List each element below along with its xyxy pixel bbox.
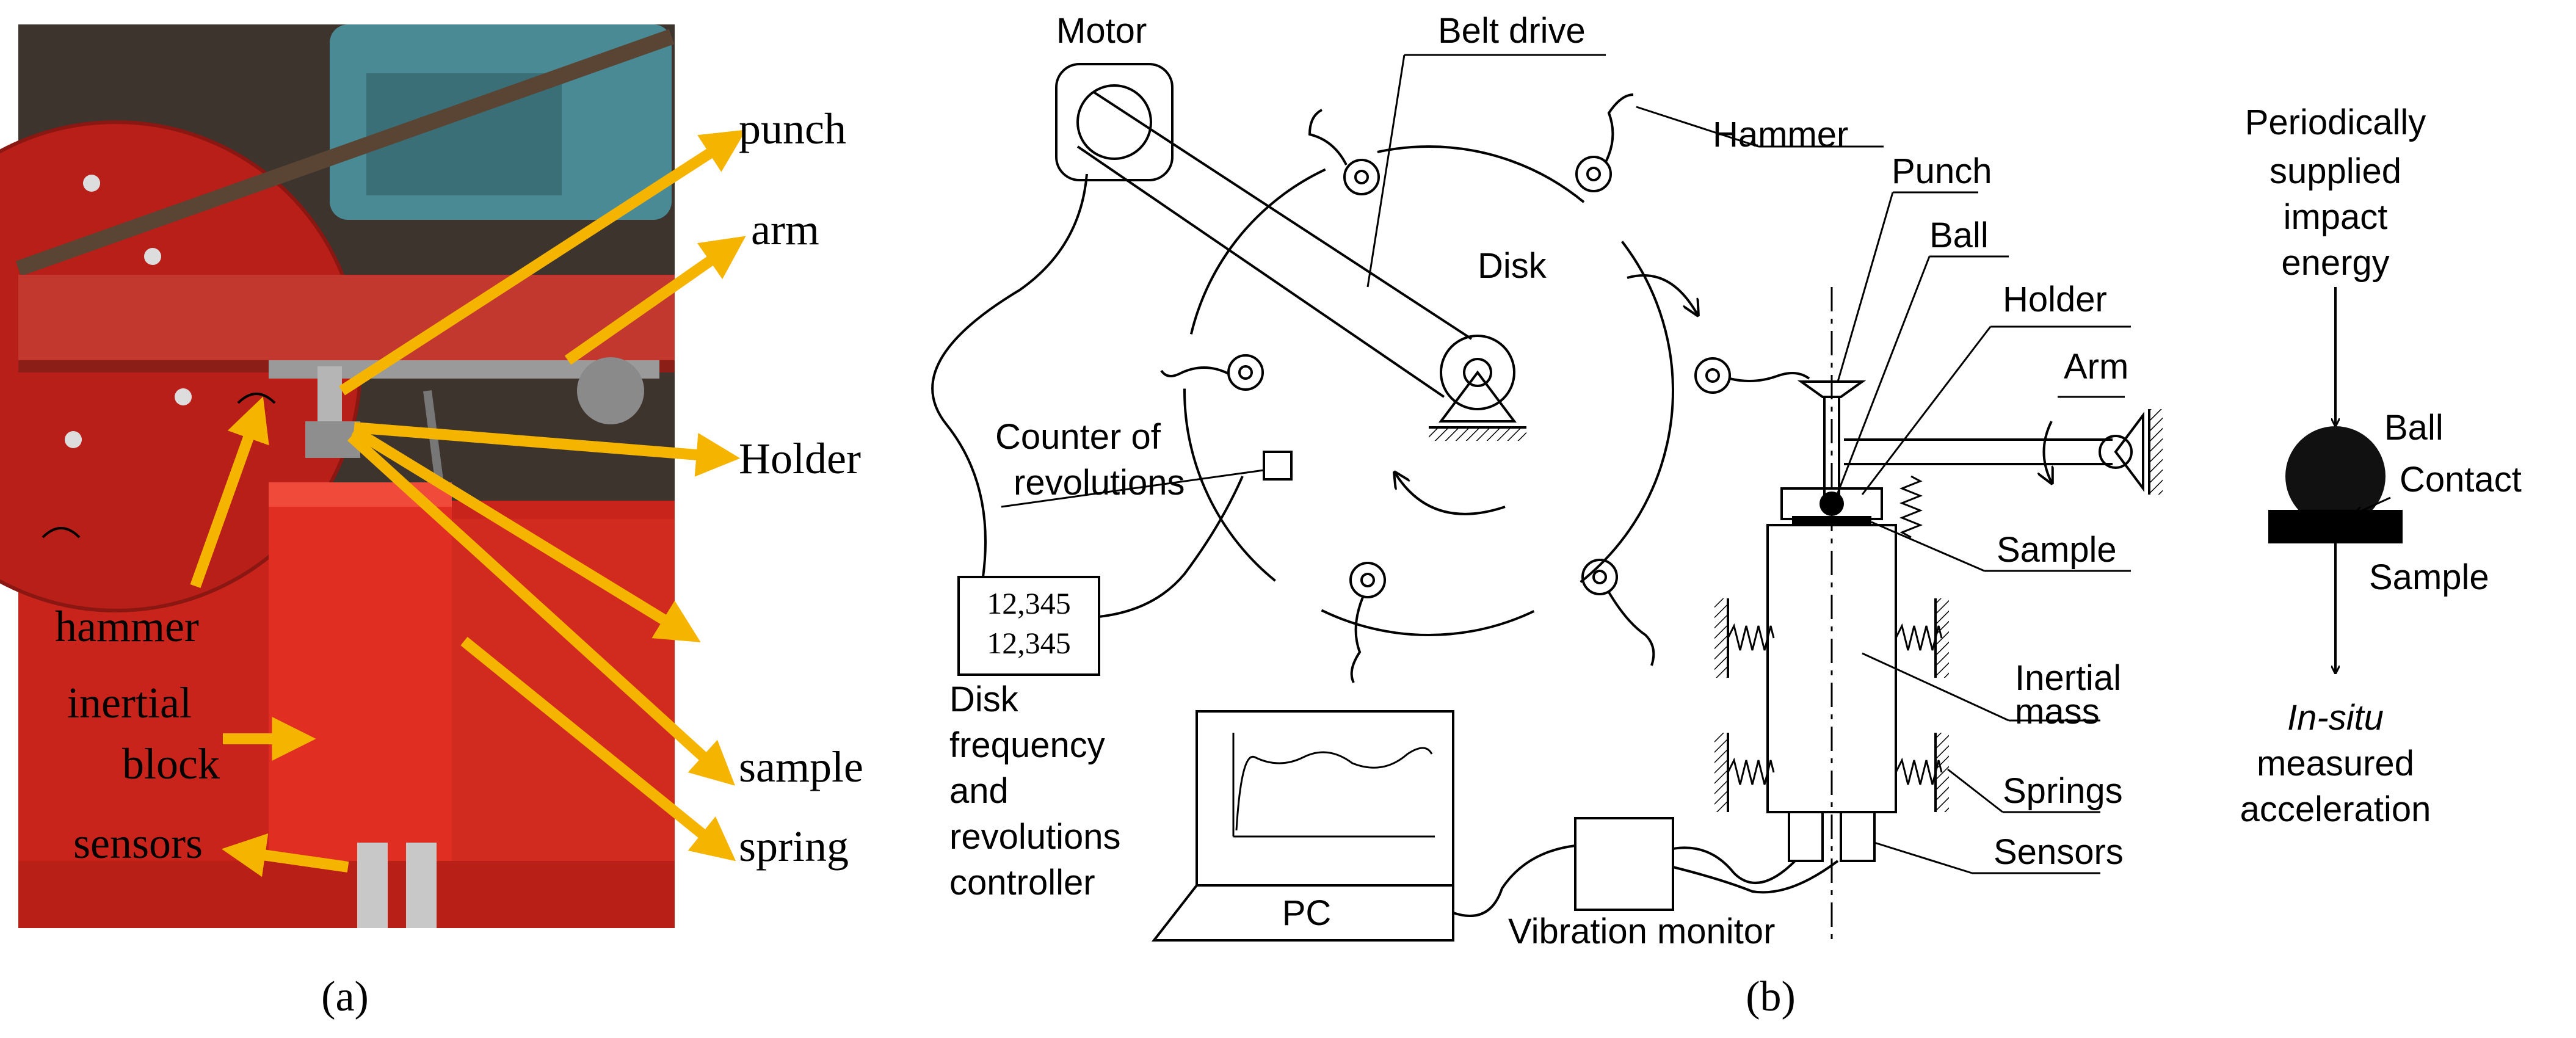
label-belt-drive: Belt drive — [1438, 11, 1586, 51]
label-energy-4: energy — [2281, 243, 2389, 283]
caption-a: (a) — [321, 973, 369, 1020]
schematic — [931, 54, 2163, 946]
vibration-monitor-box — [1574, 817, 1674, 911]
label-measured-3: acceleration — [2240, 789, 2431, 829]
label-measured-1: In-situ — [2287, 698, 2384, 738]
sensor-2 — [1840, 811, 1876, 862]
impact-model — [2268, 287, 2403, 672]
label-motor: Motor — [1056, 11, 1147, 51]
label-energy-1: Periodically — [2245, 103, 2426, 142]
arrow-hammer — [190, 396, 269, 589]
revolution-counter — [1263, 451, 1293, 481]
model-sample — [2268, 510, 2403, 543]
label-inertial-2: block — [122, 739, 220, 788]
pc-screen — [1195, 710, 1454, 887]
label-ball-schematic: Ball — [1929, 216, 1989, 255]
photo-inertial-block — [269, 482, 452, 861]
label-controller-2: frequency — [949, 725, 1105, 765]
label-controller-4: revolutions — [949, 817, 1120, 857]
label-inertial-1: inertial — [67, 678, 192, 727]
label-controller-1: Disk — [949, 680, 1019, 719]
label-counter-2: revolutions — [1014, 463, 1185, 503]
photo-sensor-1 — [357, 843, 388, 928]
holder-spring — [1899, 475, 1923, 539]
counter-value-2: 12,345 — [987, 626, 1071, 660]
sensor-1 — [1788, 811, 1824, 862]
label-pc: PC — [1282, 893, 1332, 933]
label-energy-3: impact — [2284, 197, 2388, 237]
label-holder: Holder — [739, 434, 861, 483]
label-sample: sample — [739, 742, 863, 791]
arrow-holder — [354, 422, 741, 477]
ball — [1820, 492, 1844, 516]
rotation-arrow-right — [1627, 274, 1697, 314]
label-punch-schematic: Punch — [1892, 151, 1992, 191]
hammer-icon-2 — [1575, 93, 1634, 192]
spring-right-top — [1895, 598, 1949, 678]
label-inertial-mass-2: mass — [2015, 692, 2100, 731]
rotation-arrow-left — [1395, 473, 1506, 515]
arrow-sensors — [221, 833, 349, 877]
photo-arrows — [190, 129, 747, 877]
label-sensors: sensors — [73, 819, 203, 868]
label-energy-2: supplied — [2269, 151, 2401, 191]
label-punch: punch — [739, 104, 846, 153]
label-hammer-schematic: Hammer — [1713, 115, 1848, 154]
photo-beam — [18, 275, 675, 366]
label-disk: Disk — [1478, 246, 1547, 286]
label-holder-schematic: Holder — [2003, 280, 2107, 319]
arrow-arm — [564, 236, 746, 365]
label-spring: spring — [739, 822, 849, 871]
label-measured-2: measured — [2257, 744, 2414, 783]
label-springs: Springs — [2003, 771, 2123, 811]
label-vibration-monitor: Vibration monitor — [1508, 912, 1775, 951]
photo-panel — [0, 24, 675, 928]
hammer-icon-1 — [1308, 109, 1380, 195]
label-sensors-schematic: Sensors — [1994, 832, 2124, 872]
photo-sensor-2 — [406, 843, 437, 928]
disk-circle — [1183, 145, 1674, 636]
spring-left-top — [1714, 598, 1775, 678]
arrow-punch — [339, 129, 747, 396]
label-model-sample: Sample — [2369, 557, 2489, 597]
label-counter-1: Counter of — [995, 417, 1161, 457]
motor-box — [1055, 63, 1174, 181]
disk-pulley — [1440, 335, 1515, 410]
spring-right-bottom — [1895, 733, 1949, 812]
label-hammer: hammer — [55, 602, 199, 651]
label-arm: arm — [751, 205, 819, 254]
label-controller-5: controller — [949, 863, 1095, 902]
motor-pulley — [1076, 84, 1152, 160]
label-inertial-mass-1: Inertial — [2015, 658, 2121, 698]
spring-left-bottom — [1714, 733, 1775, 812]
hammer-icon-6 — [1581, 559, 1655, 666]
controller-box — [957, 576, 1100, 676]
punch-head — [1797, 380, 1867, 398]
label-controller-3: and — [949, 771, 1009, 811]
caption-b: (b) — [1746, 973, 1796, 1020]
label-model-ball: Ball — [2384, 408, 2444, 448]
pc-chart-curve — [1235, 747, 1433, 831]
hammer-icon-4 — [1694, 357, 1810, 394]
label-model-contact: Contact — [2400, 460, 2522, 499]
label-sample-schematic: Sample — [1997, 530, 2117, 570]
arrow-sample — [347, 432, 735, 786]
hammer-icon-3 — [1160, 354, 1264, 391]
counter-value-1: 12,345 — [987, 586, 1071, 620]
arrow-blank — [351, 426, 701, 642]
hammer-icon-5 — [1349, 562, 1386, 683]
arrow-spring — [460, 637, 736, 862]
label-arm-schematic: Arm — [2064, 347, 2128, 387]
model-ball — [2285, 426, 2386, 526]
